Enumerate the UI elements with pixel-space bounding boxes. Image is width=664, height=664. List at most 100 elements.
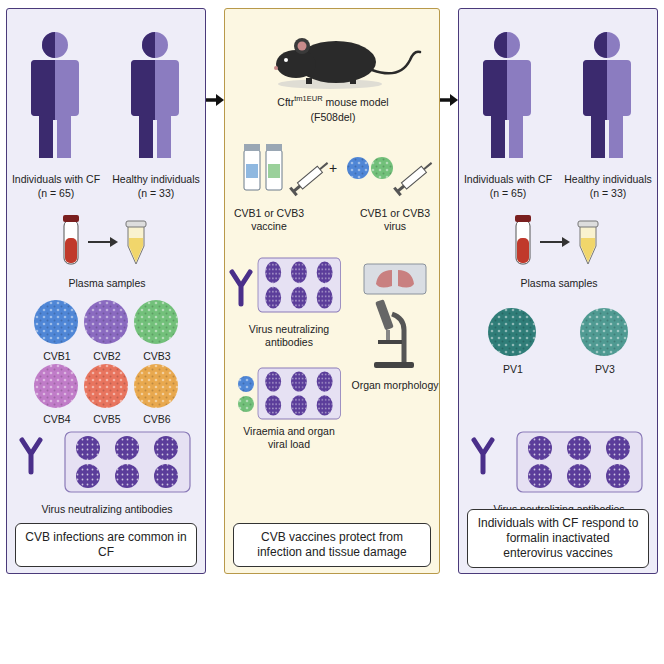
microscope — [375, 299, 394, 330]
stage-panel: Individuals with CF(n = 65)Healthy indiv… — [458, 8, 658, 574]
mouse — [274, 66, 278, 70]
panel-grounds — [458, 8, 658, 574]
panel-text: Plasma samples — [499, 277, 619, 290]
vaccine-vials — [244, 144, 260, 151]
plaque-plates — [65, 432, 190, 492]
virus-particles — [134, 300, 178, 344]
microscope — [378, 340, 402, 344]
panel-text: Healthy individuals — [558, 173, 658, 186]
mouse — [284, 58, 288, 62]
arrow-head — [450, 94, 458, 106]
panel-grounds — [224, 8, 440, 574]
plaque-plates — [258, 258, 341, 312]
virus-particles — [84, 364, 128, 408]
conclusion-text: CVB vaccines protect from infection and … — [242, 530, 422, 560]
virus-particles — [371, 157, 393, 179]
person-figures — [483, 32, 531, 158]
virus-particles — [134, 364, 178, 408]
vaccine-vials — [266, 150, 282, 190]
arrow-head — [216, 94, 224, 106]
virus-particles — [238, 376, 254, 392]
mouse — [294, 38, 310, 54]
panel-text: (n = 33) — [106, 187, 206, 200]
panel-text: CVB6 — [132, 413, 182, 426]
person-figures — [583, 32, 631, 158]
virus-particles — [371, 157, 393, 179]
mouse — [274, 38, 420, 89]
virus-particles — [84, 300, 128, 344]
panel-text: Virus neutralizing antibodies — [12, 503, 202, 516]
panel-grounds — [6, 8, 206, 574]
panel-text: Individuals with CF — [6, 173, 106, 186]
organ-slide — [364, 264, 426, 294]
panel-text: CVB3 — [132, 350, 182, 363]
panel-text: CVB4 — [32, 413, 82, 426]
organ-slide — [376, 270, 414, 288]
microscope — [386, 330, 390, 340]
panel-text: Individuals with CF — [458, 173, 558, 186]
mouse — [306, 78, 312, 84]
virus-particles — [238, 396, 254, 412]
mouse — [298, 42, 307, 51]
panel-text: Healthy individuals — [106, 173, 206, 186]
panel-text: (n = 65) — [6, 187, 106, 200]
virus-particles — [580, 308, 628, 356]
panel-text: (F508del) — [283, 111, 383, 124]
panel-text: CVB1 or CVB3 vaccine — [227, 207, 311, 233]
vaccine-vials — [244, 150, 260, 190]
flow-arrow — [440, 94, 458, 106]
virus-particles — [488, 308, 536, 356]
panel-text: (n = 33) — [558, 187, 658, 200]
virus-particles — [84, 364, 128, 408]
virus-particles — [34, 300, 78, 344]
vaccine-vials — [289, 159, 331, 196]
conclusion-text: CVB infections are common in CF — [24, 530, 188, 560]
panel-text: Virus neutralizing antibodies — [234, 323, 344, 349]
blood-tubes — [63, 215, 146, 264]
virus-particles — [134, 364, 178, 408]
virus-particles — [238, 376, 254, 392]
microscope — [374, 299, 414, 368]
panel-text: (n = 65) — [458, 187, 558, 200]
virus-particles — [34, 364, 78, 408]
panel-text: mouse model — [326, 96, 389, 109]
vaccine-vials — [246, 164, 258, 178]
panel-text: + — [323, 162, 343, 175]
virus-particles — [34, 364, 78, 408]
person-figures — [131, 32, 179, 158]
stage-panel: Cftrtm1EURmouse model(F508del)CVB1 or CV… — [224, 8, 440, 574]
blood-tubes — [515, 215, 598, 264]
panel-text: CVB5 — [82, 413, 132, 426]
conclusion-box: CVB vaccines protect from infection and … — [233, 523, 431, 567]
panel-text: PV1 — [488, 363, 538, 376]
virus-particles — [488, 308, 536, 356]
virus-particles — [84, 300, 128, 344]
person-figures — [31, 32, 79, 158]
stage-panel: Individuals with CF(n = 65)Healthy indiv… — [6, 8, 206, 574]
panel-grounds — [6, 8, 658, 574]
person-figures — [31, 32, 631, 158]
vaccine-vials — [393, 159, 435, 196]
panel-text: Organ morphology — [347, 379, 443, 392]
conclusion-text: Individuals with CF respond to formalin … — [476, 516, 640, 561]
vaccine-vials — [266, 144, 282, 151]
vaccine-vials — [244, 144, 435, 196]
blood-tubes — [63, 215, 598, 264]
virus-particles — [238, 396, 254, 412]
panel-text: CVB2 — [82, 350, 132, 363]
plaque-plates — [22, 258, 642, 492]
virus-particles — [580, 308, 628, 356]
panel-text: CVB1 — [32, 350, 82, 363]
panel-text: tm1EUR — [294, 92, 322, 105]
microscope — [392, 314, 404, 362]
mouse — [350, 78, 356, 84]
organ-slide — [364, 264, 426, 294]
plaque-plates — [232, 272, 250, 304]
virus-particles — [347, 157, 369, 179]
microscope — [374, 362, 414, 368]
plaque-plates — [258, 368, 341, 419]
mouse — [276, 50, 316, 78]
mouse — [372, 52, 420, 74]
virus-particles — [347, 157, 369, 179]
